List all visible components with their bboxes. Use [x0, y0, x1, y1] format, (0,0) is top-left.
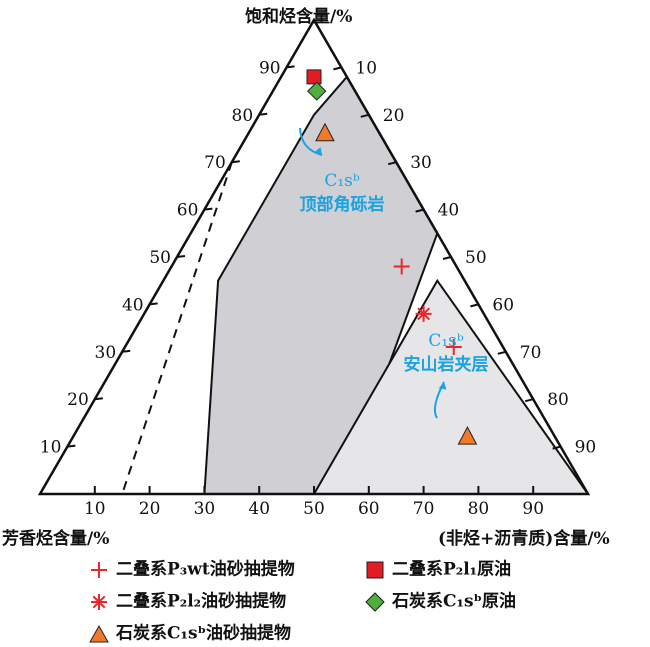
legend-item-p2l1-oil: 二叠系P₂l₁原油	[364, 556, 511, 582]
arrow-bottom-head	[438, 382, 447, 390]
tick-label-bottom: 20	[139, 499, 161, 519]
annotations: C₁sᵇ 顶部角砾岩 C₁sᵇ 安山岩夹层	[299, 127, 489, 419]
tick-label-bottom: 70	[413, 499, 435, 519]
region-label-line2-0: 顶部角砾岩	[300, 194, 385, 215]
tick-label-right: 90	[575, 438, 597, 458]
tick-label-bottom: 80	[468, 499, 490, 519]
tick-label-left: 30	[95, 343, 117, 363]
legend-label: 石炭系C₁sᵇ油砂抽提物	[116, 623, 292, 644]
tick-label-bottom: 30	[194, 499, 216, 519]
tick-right	[333, 66, 342, 71]
data-point-plus-1	[445, 339, 462, 356]
square-marker-icon	[366, 561, 384, 578]
tick-label-bottom: 10	[84, 499, 106, 519]
arrow-top-head	[314, 147, 322, 155]
asterisk-marker-icon	[91, 593, 107, 610]
region-label-line2-1: 安山岩夹层	[404, 354, 489, 375]
ticks: 10 10 10 20 20 20 30 30 30 40 40 40 50 50 50 60 60 60 70 70…	[40, 58, 596, 519]
tick-right	[387, 161, 397, 166]
tick-left	[286, 65, 295, 69]
tick-right	[497, 350, 507, 355]
tick-label-right: 30	[410, 153, 432, 173]
legend-item-p2l2: 二叠系P₂l₂油砂抽提物	[88, 588, 286, 614]
tick-left	[259, 112, 268, 116]
data-points	[306, 69, 478, 445]
tick-left	[67, 444, 76, 448]
legend-item-c1sb-oil: 石炭系C₁sᵇ原油	[364, 588, 516, 614]
tick-left	[94, 397, 103, 401]
tick-left	[231, 160, 240, 164]
tick-label-bottom: 40	[248, 499, 270, 519]
tick-label-right: 80	[547, 390, 569, 410]
tick-label-bottom: 90	[522, 499, 544, 519]
tick-label-right: 70	[520, 343, 542, 363]
tick-left	[204, 207, 213, 211]
regions	[203, 19, 590, 495]
tick-left	[176, 255, 186, 258]
tick-right	[552, 445, 561, 450]
legend-item-c1sb-extract: 石炭系C₁sᵇ油砂抽提物	[88, 620, 291, 646]
right-axis-title: (非烃+沥青质)含量/%	[438, 529, 610, 549]
tick-right	[415, 208, 424, 213]
legend-label: 石炭系C₁sᵇ原油	[392, 591, 517, 612]
left-axis-title: 芳香烃含量/%	[2, 529, 110, 549]
tick-label-left: 90	[259, 58, 281, 78]
arrow-top	[299, 127, 323, 156]
data-point-triangle-1	[457, 426, 478, 445]
legend-label: 二叠系P₃wt油砂抽提物	[116, 559, 295, 580]
tick-label-right: 50	[465, 248, 487, 268]
dashed-boundary-line	[121, 161, 233, 495]
tick-right	[524, 398, 534, 403]
plus-marker-icon	[91, 561, 107, 578]
tick-label-right: 60	[492, 295, 514, 315]
tick-right	[470, 303, 479, 308]
region-label-line1-0: C₁sᵇ	[324, 171, 360, 191]
legend-label: 二叠系P₂l₂油砂抽提物	[116, 591, 287, 612]
data-point-plus-0	[393, 258, 410, 275]
tick-label-left: 60	[177, 201, 199, 221]
tick-label-right: 20	[383, 106, 405, 126]
tick-label-left: 70	[204, 153, 226, 173]
tick-label-left: 40	[122, 295, 144, 315]
diamond-marker-icon	[365, 591, 385, 612]
data-point-triangle-0	[315, 122, 335, 142]
data-point-square-0	[306, 69, 322, 85]
tick-label-left: 80	[232, 106, 254, 126]
tick-label-bottom: 60	[358, 499, 380, 519]
tick-right	[442, 256, 452, 260]
tick-right	[360, 113, 370, 118]
top-axis-title: 饱和烃含量/%	[245, 7, 353, 27]
tick-left	[149, 302, 158, 306]
region-label-line1-1: C₁sᵇ	[428, 331, 464, 351]
legend-item-p3wt: 二叠系P₃wt油砂抽提物	[88, 556, 295, 582]
tick-label-left: 20	[67, 390, 89, 410]
tick-label-left: 50	[149, 248, 171, 268]
tick-left	[122, 349, 131, 353]
data-point-diamond-0	[307, 81, 327, 101]
tick-label-right: 10	[355, 58, 377, 78]
triangle-marker-icon	[89, 624, 109, 642]
tick-label-bottom: 50	[303, 499, 325, 519]
data-point-asterisk-0	[415, 305, 432, 322]
tick-label-left: 10	[40, 438, 62, 458]
legend-label: 二叠系P₂l₁原油	[392, 559, 512, 580]
tick-label-right: 40	[438, 201, 460, 221]
